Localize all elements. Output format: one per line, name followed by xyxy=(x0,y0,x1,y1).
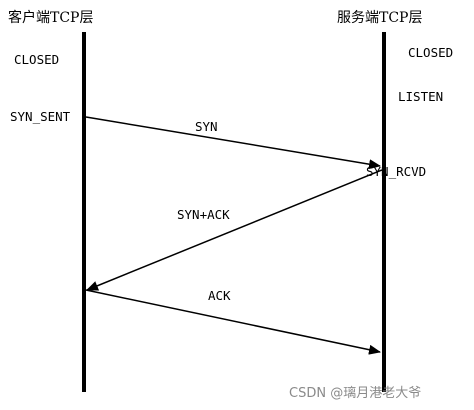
server-state-syn-rcvd: SYN_RCVD xyxy=(366,164,426,179)
client-state-syn-sent: SYN_SENT xyxy=(10,109,71,124)
syn-arrow xyxy=(85,116,381,170)
ack-label: ACK xyxy=(208,288,231,303)
server-state-closed: CLOSED xyxy=(408,45,453,60)
csdn-watermark: CSDN @璃月港老大爷 xyxy=(289,386,421,401)
syn-ack-arrow xyxy=(86,169,383,291)
ack-arrow xyxy=(85,289,381,355)
syn-label: SYN xyxy=(195,119,218,134)
client-header: 客户端TCP层 xyxy=(8,9,93,26)
server-state-listen: LISTEN xyxy=(398,89,443,104)
server-header: 服务端TCP层 xyxy=(337,10,422,26)
syn-ack-label: SYN+ACK xyxy=(177,207,230,222)
client-state-closed: CLOSED xyxy=(14,52,59,67)
